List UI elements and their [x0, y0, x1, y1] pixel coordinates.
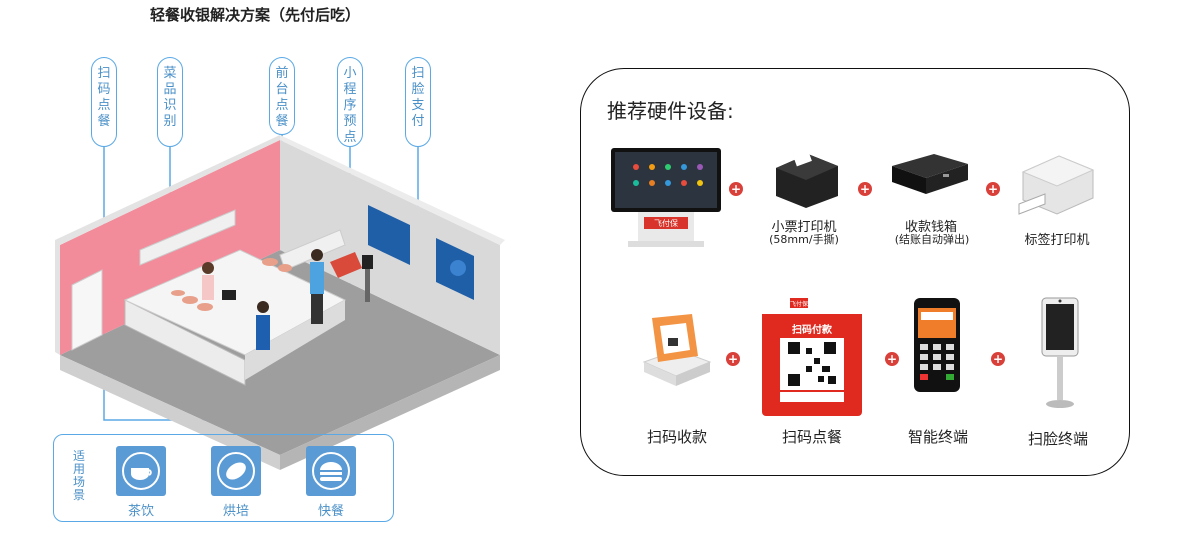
device-scan-order: 扫码点餐 — [781, 428, 842, 446]
receipt-printer-icon — [776, 148, 838, 208]
plus-icon: + — [729, 182, 743, 196]
cash-drawer-icon — [892, 154, 968, 194]
cup-icon — [116, 446, 166, 496]
qr-brand: 飞付保 — [790, 300, 808, 308]
plus-icon: + — [858, 182, 872, 196]
device-receipt-printer: 小票打印机 — [771, 220, 837, 235]
scene-name-tea: 茶饮 — [127, 504, 154, 519]
applicable-scenes-box — [53, 434, 394, 522]
smart-terminal-icon — [914, 298, 960, 392]
qr-card-text: 扫码付款 — [792, 323, 833, 336]
plus-icon: + — [726, 352, 740, 366]
device-cash-drawer-sub: (结账自动弹出) — [894, 233, 970, 246]
page-title: 轻餐收银解决方案（先付后吃） — [150, 6, 361, 24]
scene-name-fastfood: 快餐 — [317, 504, 344, 519]
pos-brand: 飞付保 — [654, 218, 678, 228]
label-printer-icon — [1018, 155, 1095, 215]
label-mini-program: 小程序预点 — [337, 57, 363, 147]
label-front-order: 前台点餐 — [269, 57, 295, 135]
panel-title: 推荐硬件设备: — [607, 99, 734, 123]
device-cash-drawer: 收款钱箱 — [904, 220, 957, 235]
device-label-printer: 标签打印机 — [1024, 233, 1090, 248]
plus-icon: + — [986, 182, 1000, 196]
plus-icon: + — [885, 352, 899, 366]
scanner-box-icon — [642, 314, 712, 386]
applicable-scenes-label: 适用场景 — [73, 449, 86, 502]
burger-icon — [306, 446, 356, 496]
plus-icon: + — [991, 352, 1005, 366]
device-face-terminal: 扫脸终端 — [1027, 430, 1088, 448]
device-scan-pay: 扫码收款 — [646, 428, 707, 446]
hardware-panel — [580, 68, 1130, 476]
bread-icon — [211, 446, 261, 496]
device-smart-terminal: 智能终端 — [907, 428, 968, 446]
restaurant-scene — [55, 135, 505, 470]
qr-stand-icon: 飞付保 扫码付款 — [762, 294, 862, 416]
label-scan-order: 扫码点餐 — [91, 57, 117, 147]
label-dish-recognition: 菜品识别 — [157, 57, 183, 147]
pos-terminal-icon: 飞付保 — [611, 148, 721, 247]
device-receipt-printer-sub: (58mm/手撕) — [769, 233, 839, 246]
scene-name-bakery: 烘培 — [222, 504, 249, 519]
face-terminal-icon — [1041, 297, 1079, 408]
label-face-pay: 扫脸支付 — [405, 57, 431, 147]
